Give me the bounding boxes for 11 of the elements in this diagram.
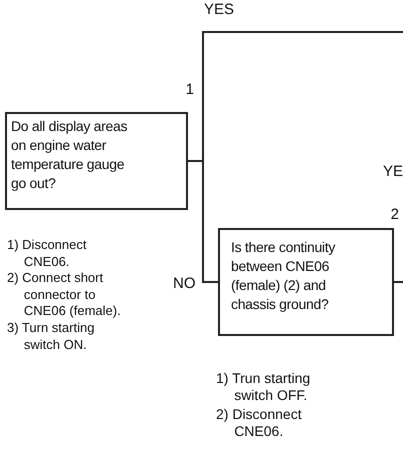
- instruction-text: 2) Connect short connector to CNE06 (female).: [7, 270, 122, 320]
- question-box: Is there continuity between CNE06 (female) (2) and chassis ground?: [218, 228, 394, 336]
- question-box: Do all display areas on engine water temperature gauge go out?: [5, 112, 188, 210]
- instruction-text: 1) Disconnect CNE06.: [7, 237, 88, 270]
- instruction-text: 1) Trun starting switch OFF.: [216, 370, 312, 403]
- connector-line: [188, 160, 218, 283]
- step-number: 1: [184, 82, 194, 98]
- step-number: 2: [390, 207, 399, 223]
- instruction-text: 2) Disconnect CNE06.: [216, 406, 303, 439]
- connector-line: [394, 281, 403, 283]
- instruction-text: 3) Turn starting switch ON.: [7, 320, 96, 353]
